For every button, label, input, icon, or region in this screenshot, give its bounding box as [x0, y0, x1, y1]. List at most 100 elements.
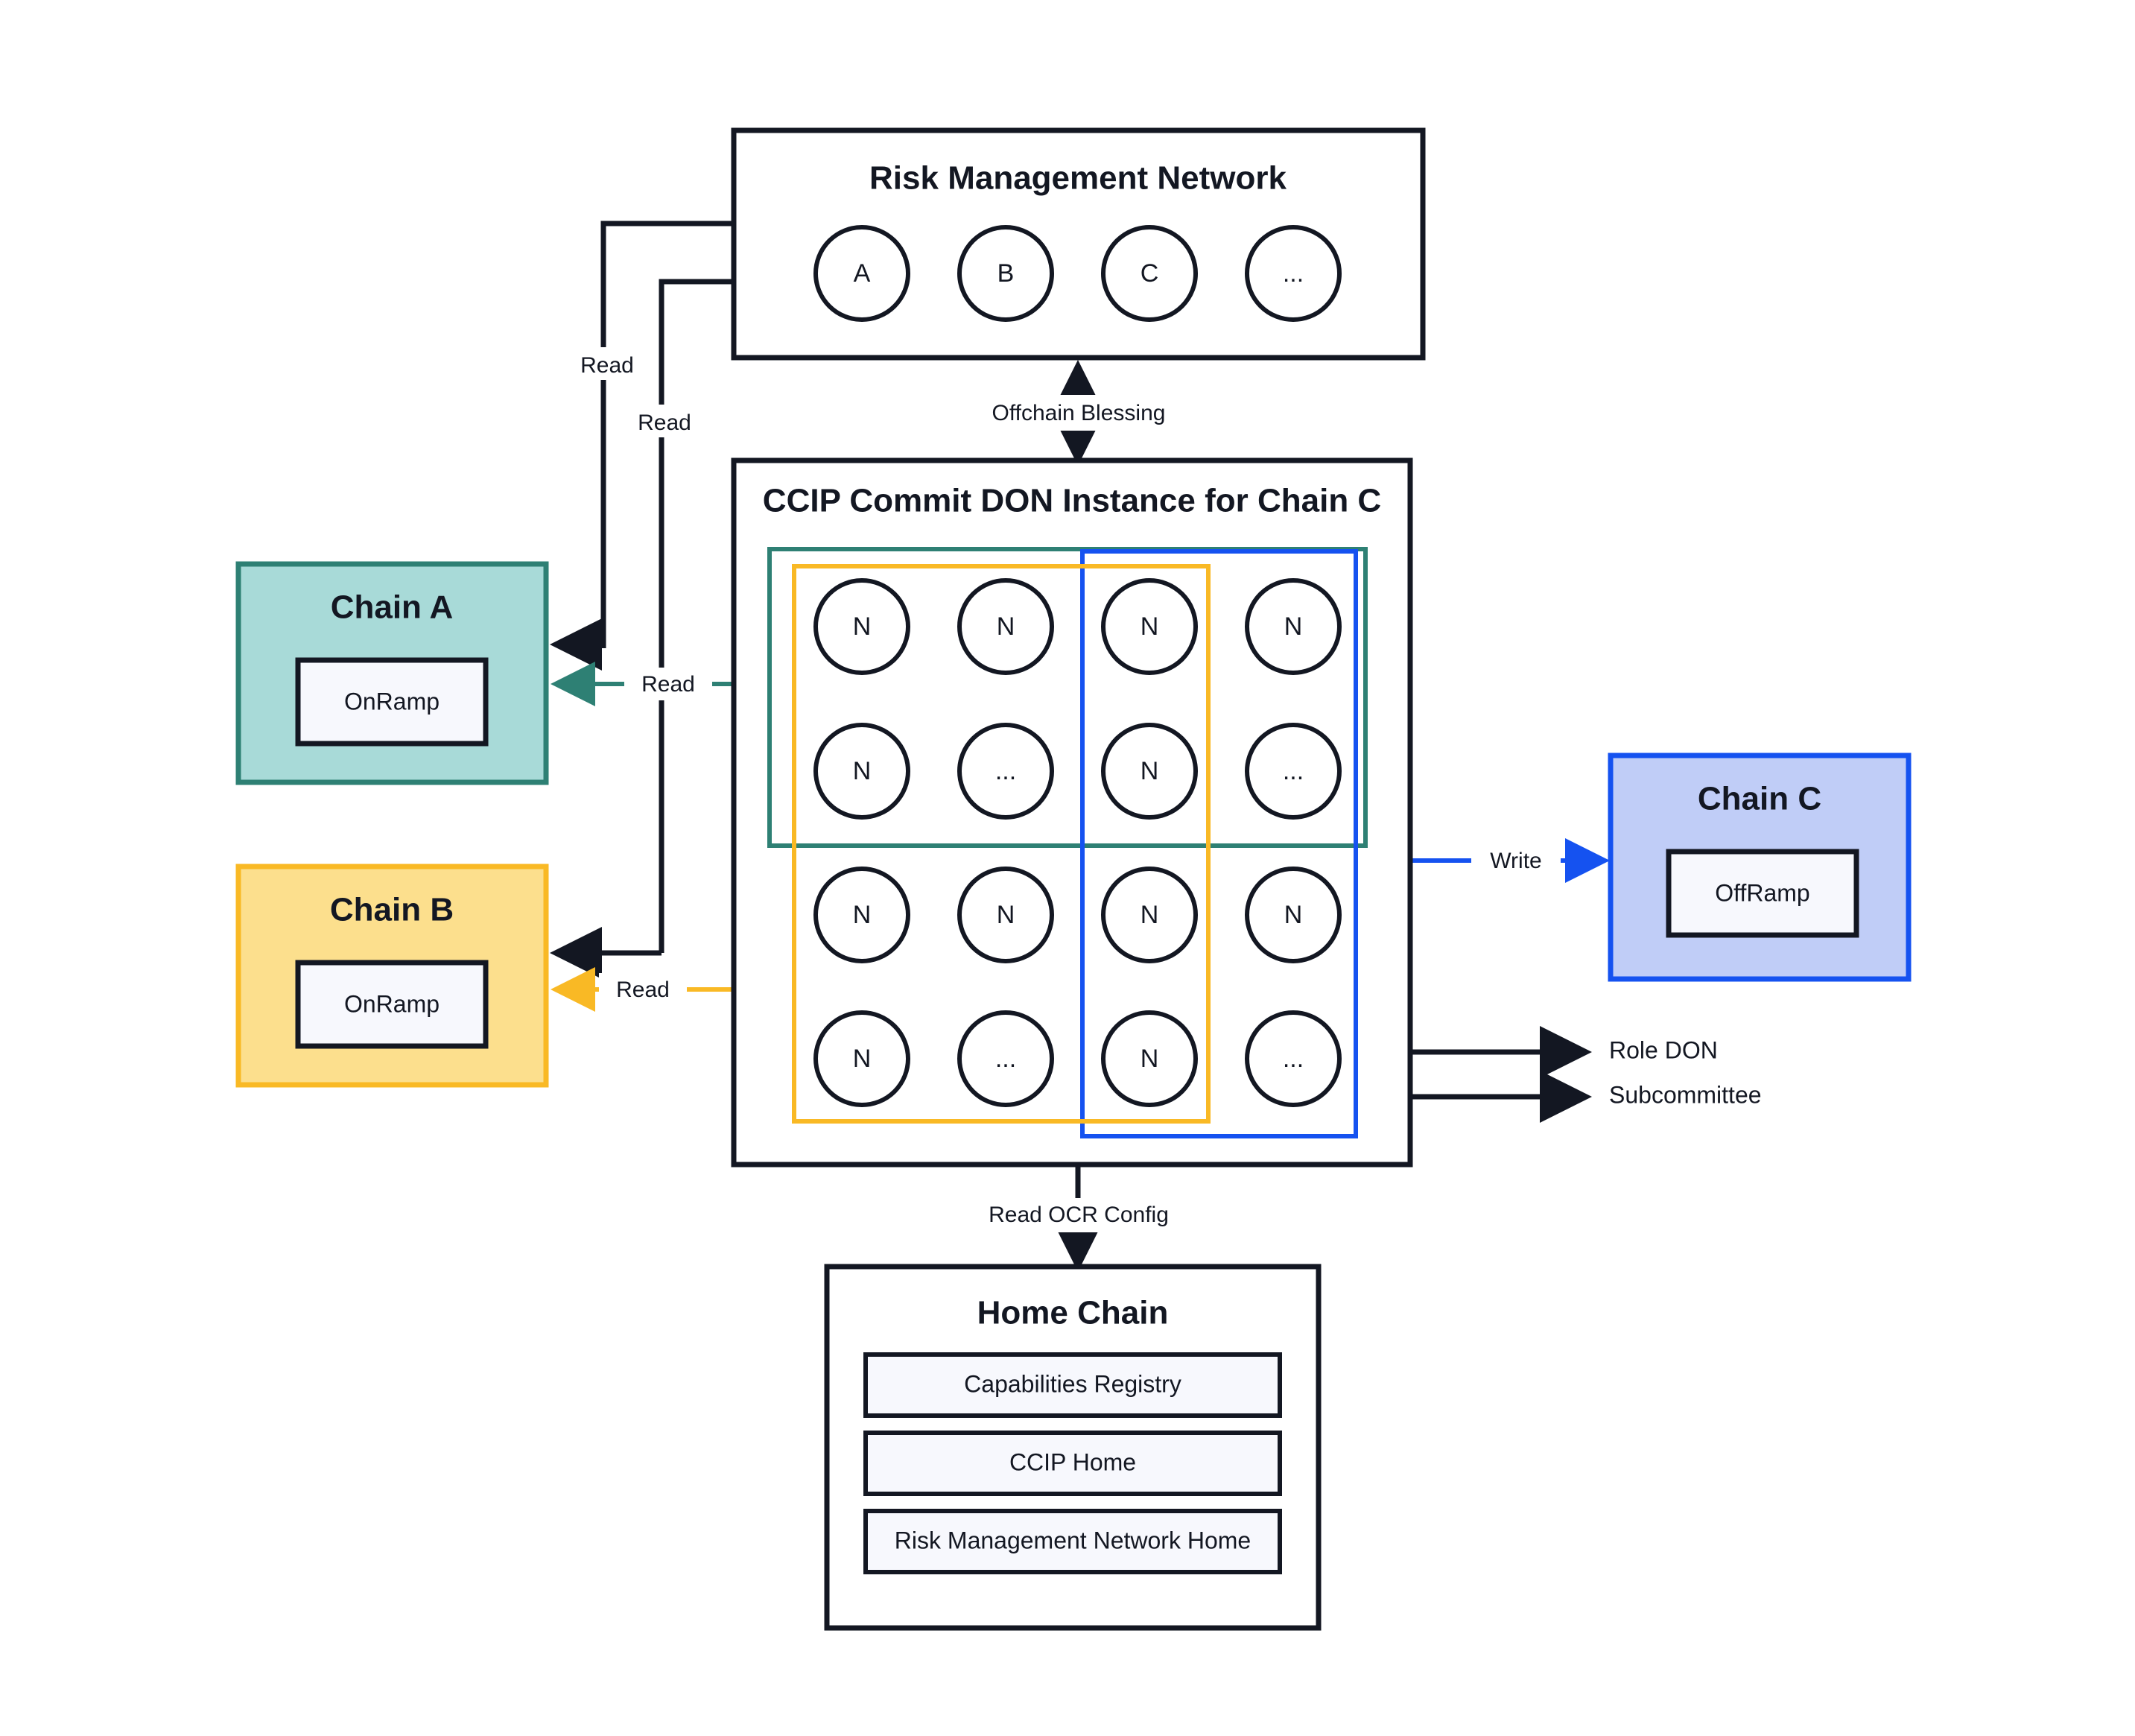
rmn-title: Risk Management Network [869, 160, 1287, 197]
don-node-circle [1245, 867, 1342, 963]
rmn-node-b: B [957, 225, 1054, 322]
don-node-r2c1: N [957, 867, 1054, 963]
home-chain-item-capabilities-registry: Capabilities Registry [863, 1352, 1282, 1418]
don-node-r3c0: N [813, 1010, 910, 1107]
chain-c-box: Chain C OffRamp [1608, 753, 1912, 982]
don-node-r2c3: N [1245, 867, 1342, 963]
don-node-r0c1: N [957, 578, 1054, 675]
connector-rmn-to-chain-b [659, 279, 734, 953]
home-chain-box: Home Chain Capabilities Registry CCIP Ho… [824, 1264, 1322, 1631]
don-node-circle [957, 723, 1054, 820]
rmn-node-circle [957, 225, 1054, 322]
don-node-circle [1101, 867, 1198, 963]
home-chain-item-ccip-home: CCIP Home [863, 1431, 1282, 1496]
chain-a-onramp-box [295, 657, 489, 747]
rmn-node-circle [813, 225, 910, 322]
rmn-node-label: ... [1283, 259, 1304, 288]
don-node-label: N [1284, 612, 1303, 641]
home-chain-title: Home Chain [977, 1295, 1169, 1331]
overlay-teal-rect [767, 547, 1368, 848]
label-backdrop [975, 395, 1182, 431]
ccip-commit-don-box: CCIP Commit DON Instance for Chain C N N… [731, 457, 1413, 1168]
don-node-label: N [1141, 757, 1159, 785]
legend-subcommittee-label: Subcommittee [1609, 1081, 1762, 1108]
edge-label-write-c: Write [1471, 844, 1561, 877]
legend-role-don-label: Role DON [1609, 1036, 1718, 1063]
don-node-r1c0: N [813, 723, 910, 820]
don-node-label: ... [1283, 757, 1304, 785]
don-node-label: N [1141, 901, 1159, 929]
don-node-circle [813, 867, 910, 963]
don-node-label: N [997, 901, 1015, 929]
don-node-label: N [853, 901, 872, 929]
don-node-circle [957, 1010, 1054, 1107]
don-node-r2c2: N [1101, 867, 1198, 963]
don-node-label: ... [995, 1045, 1016, 1073]
home-chain-item-box [863, 1352, 1282, 1418]
rmn-node-label: A [854, 259, 871, 288]
don-node-r1c3: ... [1245, 723, 1342, 820]
chain-b-title: Chain B [330, 892, 454, 928]
don-node-r1c1: ... [957, 723, 1054, 820]
edge-label-offchain-blessing: Offchain Blessing [975, 395, 1182, 431]
don-node-r3c1: ... [957, 1010, 1054, 1107]
don-node-circle [1101, 723, 1198, 820]
rmn-node-label: B [997, 259, 1015, 288]
label-backdrop [565, 347, 650, 380]
don-node-r1c2: N [1101, 723, 1198, 820]
label-backdrop [624, 668, 712, 700]
chain-c-title: Chain C [1698, 781, 1821, 817]
overlay-blue-rect [1080, 549, 1358, 1138]
label-backdrop [599, 973, 687, 1006]
don-node-circle [957, 578, 1054, 675]
overlay-orange-rect [792, 564, 1211, 1124]
home-chain-item-box [863, 1509, 1282, 1574]
rmn-node-label: C [1141, 259, 1159, 288]
don-node-circle [1101, 1010, 1198, 1107]
chain-b-onramp-label: OnRamp [344, 990, 440, 1017]
don-node-circle [813, 1010, 910, 1107]
label-backdrop [977, 1198, 1180, 1232]
ccip-title: CCIP Commit DON Instance for Chain C [763, 483, 1381, 519]
don-node-label: N [1141, 1045, 1159, 1073]
edge-label-text: Read [641, 672, 695, 697]
rmn-node-ellipsis: ... [1245, 225, 1342, 322]
don-node-label: ... [1283, 1045, 1304, 1073]
don-node-r0c0: N [813, 578, 910, 675]
don-node-circle [1245, 578, 1342, 675]
chain-b-box: Chain B OnRamp [235, 864, 549, 1088]
risk-management-network-box: Risk Management Network A B C ... [731, 127, 1426, 361]
label-backdrop [622, 405, 708, 437]
edge-label-read-a-teal: Read [624, 668, 712, 700]
don-node-label: N [997, 612, 1015, 641]
don-node-r3c2: N [1101, 1010, 1198, 1107]
don-node-circle [1101, 578, 1198, 675]
edge-label-text: Read [616, 978, 670, 1002]
home-chain-item-box [863, 1431, 1282, 1496]
edge-label-text: Read OCR Config [989, 1203, 1169, 1227]
home-chain-item-label: Capabilities Registry [964, 1370, 1181, 1397]
don-node-circle [1245, 723, 1342, 820]
don-node-circle [813, 578, 910, 675]
edge-label-read-ocr-config: Read OCR Config [977, 1198, 1180, 1232]
don-node-circle [1245, 1010, 1342, 1107]
edge-label-text: Read [638, 411, 691, 435]
edge-label-read-b-black: Read [622, 405, 708, 437]
don-node-label: N [1141, 612, 1159, 641]
chain-c-offramp-label: OffRamp [1715, 879, 1809, 906]
home-chain-item-label: Risk Management Network Home [895, 1527, 1251, 1553]
don-node-circle [957, 867, 1054, 963]
label-backdrop [1471, 844, 1561, 877]
chain-a-onramp-label: OnRamp [344, 688, 440, 715]
chain-a-title: Chain A [331, 589, 454, 626]
rmn-node-a: A [813, 225, 910, 322]
don-node-r0c2: N [1101, 578, 1198, 675]
don-node-r0c3: N [1245, 578, 1342, 675]
rmn-node-circle [1245, 225, 1342, 322]
don-node-label: N [853, 612, 872, 641]
edge-label-text: Write [1490, 849, 1541, 873]
don-node-label: N [1284, 901, 1303, 929]
edge-label-read-b-orange: Read [599, 973, 687, 1006]
